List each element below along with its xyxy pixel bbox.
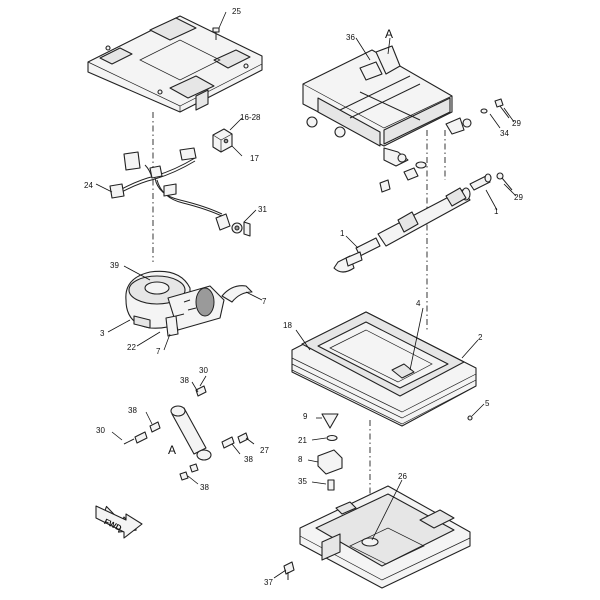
callout-22: 22 [127, 343, 136, 352]
callout-30-upper: 30 [199, 366, 208, 375]
cushion-base [291, 311, 477, 427]
fasteners-top-right [379, 98, 513, 193]
callout-A-top: A [385, 27, 393, 41]
callout-37: 37 [264, 578, 273, 587]
callout-38-upper: 38 [180, 376, 189, 385]
callout-18: 18 [283, 321, 292, 330]
cross-shaft-1 [333, 173, 492, 273]
callout-34: 34 [500, 129, 509, 138]
callout-36: 36 [346, 33, 355, 42]
top-mounting-plate [87, 15, 263, 113]
shock-absorber [123, 385, 249, 481]
leader-lines [95, 11, 517, 579]
callout-2: 2 [478, 333, 483, 342]
callout-9: 9 [303, 412, 308, 421]
callout-25: 25 [232, 7, 241, 16]
callout-29-upper: 29 [512, 119, 521, 128]
callout-7-right: 7 [262, 297, 267, 306]
callout-4: 4 [416, 299, 421, 308]
forward-direction-arrow: FWD [95, 505, 143, 539]
callout-1-left: 1 [340, 229, 345, 238]
callout-26: 26 [398, 472, 407, 481]
callout-3: 3 [100, 329, 105, 338]
callout-21: 21 [298, 436, 307, 445]
compressor-motor-assembly [125, 270, 253, 337]
callout-1-right: 1 [494, 207, 499, 216]
callout-labels: 25 16-28 17 24 31 39 3 22 7 7 36 A 34 29… [84, 7, 523, 587]
callout-24: 24 [84, 181, 93, 190]
callout-39: 39 [110, 261, 119, 270]
callout-16-28: 16-28 [240, 113, 261, 122]
callout-31: 31 [258, 205, 267, 214]
clip-17 [212, 128, 233, 153]
callout-A-bottom: A [168, 443, 176, 457]
callout-38-left: 38 [128, 406, 137, 415]
adjuster-small-parts [317, 413, 343, 491]
callout-7-lower: 7 [156, 347, 161, 356]
callout-5: 5 [485, 399, 490, 408]
callout-27: 27 [260, 446, 269, 455]
callout-38-bottom: 38 [200, 483, 209, 492]
screw-25 [212, 27, 220, 40]
callout-8: 8 [298, 455, 303, 464]
callout-29-lower: 29 [514, 193, 523, 202]
wire-harness [109, 147, 251, 237]
callout-38-right: 38 [244, 455, 253, 464]
bottom-base-plate [283, 485, 471, 589]
callout-35: 35 [298, 477, 307, 486]
callout-30-lower: 30 [96, 426, 105, 435]
scissor-linkage [302, 45, 472, 169]
callout-17: 17 [250, 154, 259, 163]
